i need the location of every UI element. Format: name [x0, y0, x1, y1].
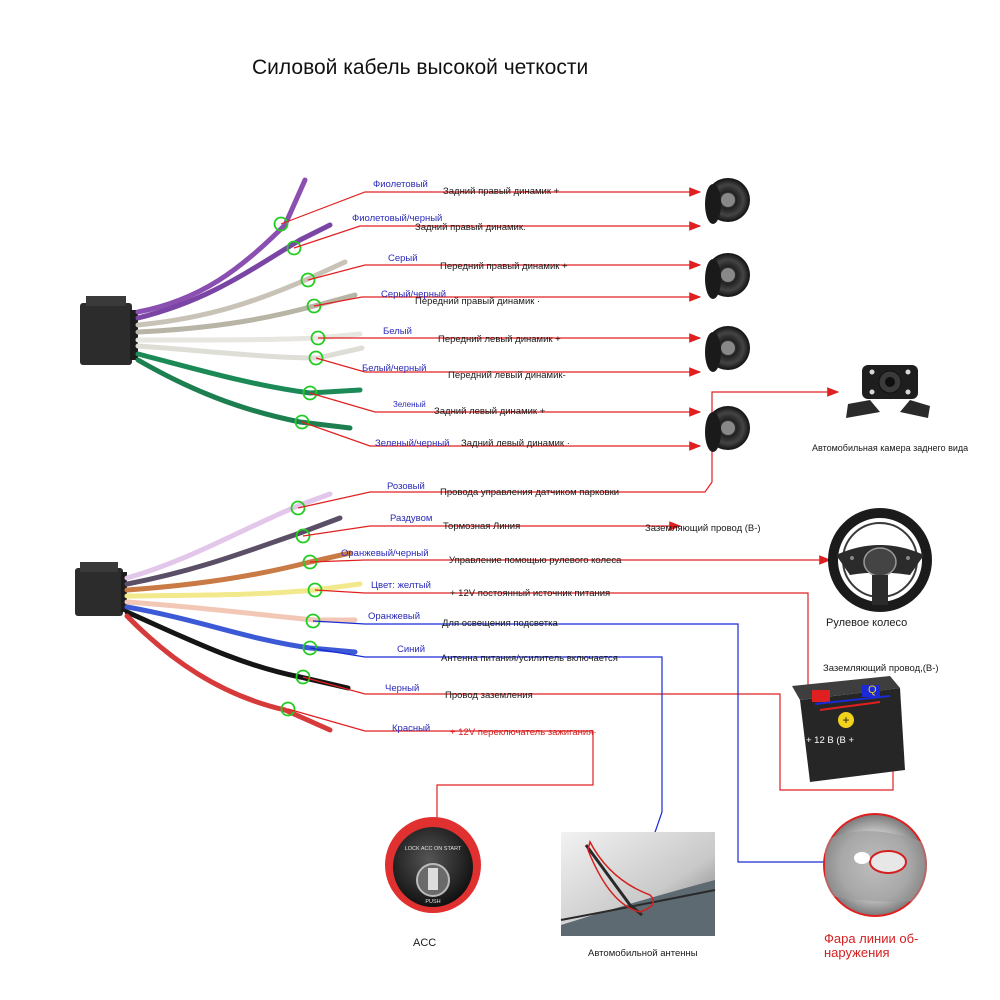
brake-ground-label: Заземляющий провод (B-) [645, 523, 761, 534]
steering-wheel-icon [828, 508, 932, 612]
wire-function-label: Провод заземления [445, 690, 533, 701]
power-function-labels: Провода управления датчиком парковки Тор… [440, 487, 622, 738]
wire-function-label: Задний левый динамик · [461, 438, 570, 449]
battery-ground-label: Заземляющий провод,(B-) [823, 663, 939, 674]
page-title: Силовой кабель высокой четкости [252, 56, 589, 79]
ignition-switch-icon [385, 817, 481, 913]
steering-label: Рулевое колесо [826, 617, 907, 629]
wire-color-label: Белый [383, 326, 412, 337]
wire-color-label: Синий [397, 644, 425, 655]
power-color-labels: Розовый Раздувом Оранжевый/черный Цвет: … [341, 481, 432, 734]
wire-function-label: Управление помощью рулевого колеса [449, 555, 622, 566]
speaker-icon [705, 406, 750, 452]
wire-function-label: Для освещения подсветка [442, 618, 558, 629]
battery-icon: + [792, 676, 905, 782]
speaker-icon [705, 178, 750, 224]
headlight-label-line2: наружения [824, 945, 890, 960]
speaker-wires [135, 177, 365, 431]
component-labels: Автомобильная камера заднего вида Заземл… [405, 443, 968, 960]
wire-function-label: Задний левый динамик + [434, 406, 546, 417]
antenna-label: Автомобильной антенны [588, 948, 698, 959]
wire-function-label: + 12V постоянный источник питания [450, 588, 610, 599]
wire-function-label: Задний правый динамик. [415, 222, 526, 233]
acc-label: ACC [413, 937, 436, 949]
wire-color-label: Цвет: желтый [371, 580, 431, 591]
power-wires [124, 491, 363, 733]
ignition-positions-label: LOCK ACC ON START [405, 846, 462, 852]
wire-function-label: Провода управления датчиком парковки [440, 487, 619, 498]
speaker-connector [80, 296, 138, 365]
speaker-function-labels: Задний правый динамик + Задний правый ди… [415, 186, 570, 449]
ignition-push-label: PUSH [425, 899, 440, 905]
wire-color-label: Фиолетовый/черный [352, 213, 442, 224]
wire-color-label: Фиолетовый [373, 179, 428, 190]
camera-label: Автомобильная камера заднего вида [812, 443, 968, 453]
speaker-icon [705, 326, 750, 372]
speaker-icon [705, 253, 750, 299]
wire-color-label: Оранжевый/черный [341, 548, 429, 559]
wire-function-label: Передний правый динамик · [415, 296, 540, 307]
wire-color-label: Зеленый [393, 400, 426, 409]
wire-color-label: Красный [392, 723, 430, 734]
battery-voltage-label: + 12 B (B + [806, 735, 855, 746]
wire-function-label: Передний левый динамик + [438, 334, 561, 345]
wire-color-label: Белый/черный [362, 363, 426, 374]
headlight-icon [823, 813, 927, 917]
wire-function-label: Задний правый динамик + [443, 186, 560, 197]
headlight-label-line1: Фара линии об- [824, 931, 918, 946]
svg-text:+: + [842, 713, 849, 727]
speaker-leader-lines [280, 187, 702, 451]
speaker-color-labels: Фиолетовый Фиолетовый/черный Серый Серый… [352, 179, 449, 449]
antenna-icon [560, 832, 716, 936]
wire-function-label: + 12V переключатель зажигания· [450, 727, 597, 738]
wire-function-label: Передний левый динамик- [448, 370, 566, 381]
power-connector [75, 562, 127, 616]
wire-function-label: Передний правый динамик + [440, 261, 568, 272]
rear-camera-icon [846, 365, 930, 418]
power-leader-lines [287, 387, 894, 838]
blue-leader-lines [309, 620, 854, 872]
battery-q-label: Q [868, 684, 877, 696]
wire-color-label: Черный [385, 683, 419, 694]
wire-color-label: Оранжевый [368, 611, 420, 622]
wire-function-label: Тормозная Линия [443, 521, 520, 532]
wire-color-label: Зеленый/черный [375, 438, 449, 449]
wire-color-label: Серый/черный [381, 289, 446, 300]
wire-color-label: Розовый [387, 481, 425, 492]
wire-function-label: Антенна питания/усилитель включается [441, 653, 618, 664]
wire-color-label: Серый [388, 253, 418, 264]
wire-color-label: Раздувом [390, 513, 432, 524]
